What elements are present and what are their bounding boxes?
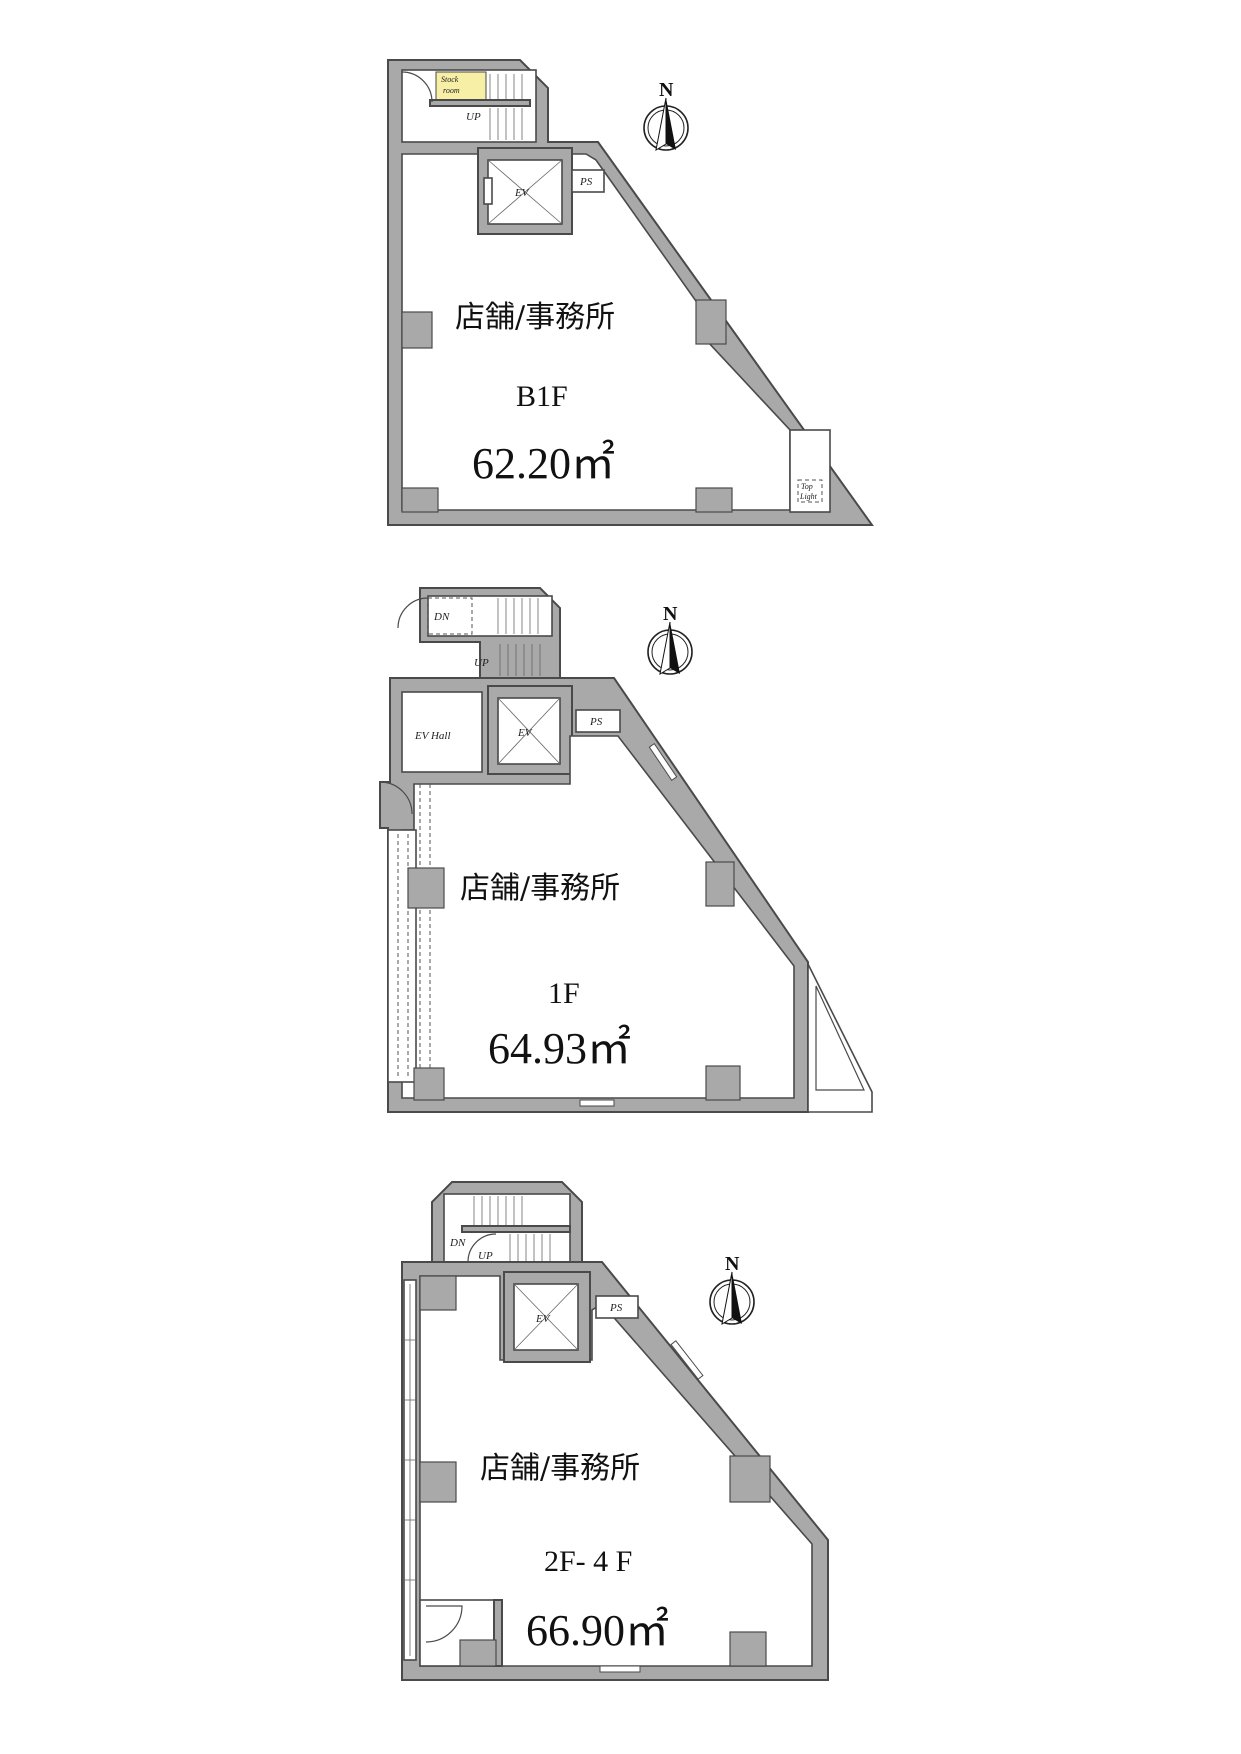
1f-column — [705, 861, 735, 907]
b1f-top-light — [797, 479, 823, 503]
2f-column — [419, 1275, 457, 1311]
b1f-stock-room — [435, 71, 487, 103]
b1f-stair-treads — [489, 74, 523, 140]
1f-door-swing — [379, 781, 413, 815]
2f-door-swing — [425, 1605, 463, 1643]
2f-column — [729, 1631, 767, 1667]
compass-n-label: N — [659, 79, 674, 101]
1f-window — [579, 1099, 615, 1107]
b1f-light-label: Light — [799, 492, 818, 501]
1f-room-label: 店舗/事務所 — [460, 871, 620, 906]
b1f-column — [401, 487, 439, 513]
2f-door-swing — [467, 1233, 497, 1263]
1f-area-label: 64.93㎡ — [488, 1024, 631, 1073]
b1f-column — [695, 299, 727, 345]
2f-window — [670, 1340, 704, 1380]
compass-n-label: N — [725, 1253, 740, 1275]
compass-icon: N — [647, 603, 693, 676]
b1f-stock-label: Stock — [441, 75, 459, 84]
1f-door-swing — [397, 597, 429, 629]
2f-column — [419, 1461, 457, 1503]
b1f-ps — [571, 169, 605, 193]
2f-room-label: 店舗/事務所 — [480, 1451, 640, 1486]
b1f-up-label: UP — [466, 111, 481, 123]
b1f-ev-label: EV — [514, 187, 530, 199]
b1f-ps-label: PS — [579, 176, 593, 188]
1f-ps — [575, 709, 621, 733]
2f-dn-label: DN — [449, 1237, 466, 1249]
1f-window — [648, 743, 678, 781]
b1f-top-label: Top — [801, 482, 813, 491]
1f-ev-hall-label: EV Hall — [414, 730, 451, 742]
2f-area-label: 66.90㎡ — [526, 1606, 669, 1655]
1f-dn-label: DN — [433, 611, 450, 623]
1f-up-label: UP — [474, 657, 489, 669]
b1f-room-label: room — [443, 86, 460, 95]
2f-window — [599, 1665, 641, 1673]
2f-ev-label: EV — [535, 1313, 551, 1325]
b1f-column — [695, 487, 733, 513]
b1f-area-label: 62.20㎡ — [472, 439, 615, 488]
2f-ps — [595, 1295, 639, 1319]
1f-column — [413, 1067, 445, 1101]
1f-ps-label: PS — [589, 716, 603, 728]
1f-ev-label: EV — [517, 727, 533, 739]
2f-ps-label: PS — [609, 1302, 623, 1314]
2f-stair-treads — [473, 1196, 551, 1264]
1f-floor-label: 1F — [548, 977, 580, 1010]
b1f-floor-label: B1F — [516, 380, 568, 413]
b1f-room-label: 店舗/事務所 — [455, 300, 615, 335]
1f-column — [705, 1065, 741, 1101]
2f-column — [729, 1455, 771, 1503]
compass-icon: N — [643, 79, 689, 152]
floor-plan-2f-4f: DN UP EV PS — [401, 1181, 829, 1681]
2f-up-label: UP — [478, 1250, 493, 1262]
floor-plan-1f: DN UP EV Hall EV PS — [379, 587, 873, 1113]
b1f-door-swing — [401, 71, 433, 103]
1f-stair-treads — [497, 598, 541, 676]
b1f-column — [401, 311, 433, 349]
1f-ev-hall — [401, 691, 483, 773]
compass-icon: N — [709, 1253, 755, 1326]
compass-n-label: N — [663, 603, 678, 625]
2f-floor-label: 2F- 4 F — [544, 1545, 632, 1578]
1f-column — [407, 867, 445, 909]
floor-plan-b1f: EV PS Stock room UP Top Light 店舗/事務所 — [387, 59, 874, 526]
